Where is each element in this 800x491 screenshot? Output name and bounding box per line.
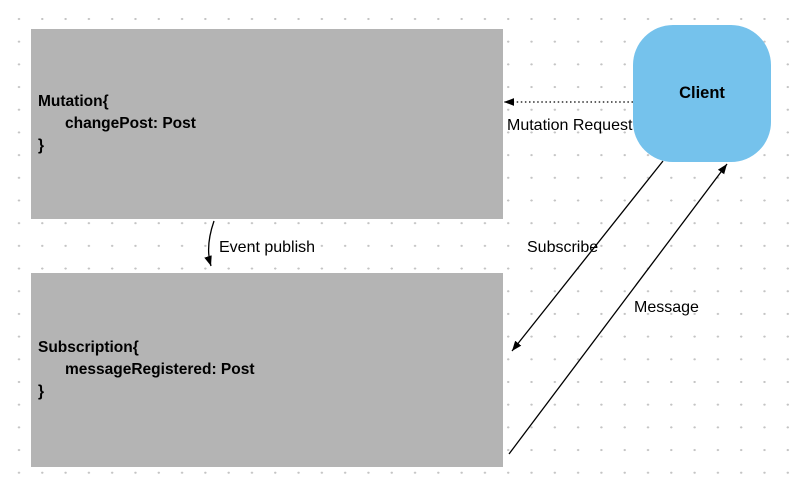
edge-message bbox=[508, 163, 728, 455]
client-label: Client bbox=[679, 84, 725, 102]
mutation-line-1: Mutation{ bbox=[38, 93, 109, 110]
node-mutation: Mutation{ changePost: Post } bbox=[31, 29, 503, 219]
edge-label-subscribe: Subscribe bbox=[527, 239, 599, 256]
subscription-line-3: } bbox=[38, 383, 45, 400]
node-client: Client bbox=[633, 25, 771, 162]
edge-subscribe bbox=[511, 160, 664, 352]
mutation-line-3: } bbox=[38, 137, 45, 154]
edge-label-event-publish: Event publish bbox=[219, 239, 316, 256]
edge-event-publish bbox=[204, 220, 215, 267]
mutation-line-2: changePost: Post bbox=[65, 115, 196, 132]
subscription-line-2: messageRegistered: Post bbox=[65, 361, 255, 378]
edge-label-mutation-request: Mutation Request bbox=[507, 117, 633, 134]
node-subscription: Subscription{ messageRegistered: Post } bbox=[31, 273, 503, 467]
edge-label-message: Message bbox=[634, 299, 699, 316]
subscription-line-1: Subscription{ bbox=[38, 339, 139, 356]
